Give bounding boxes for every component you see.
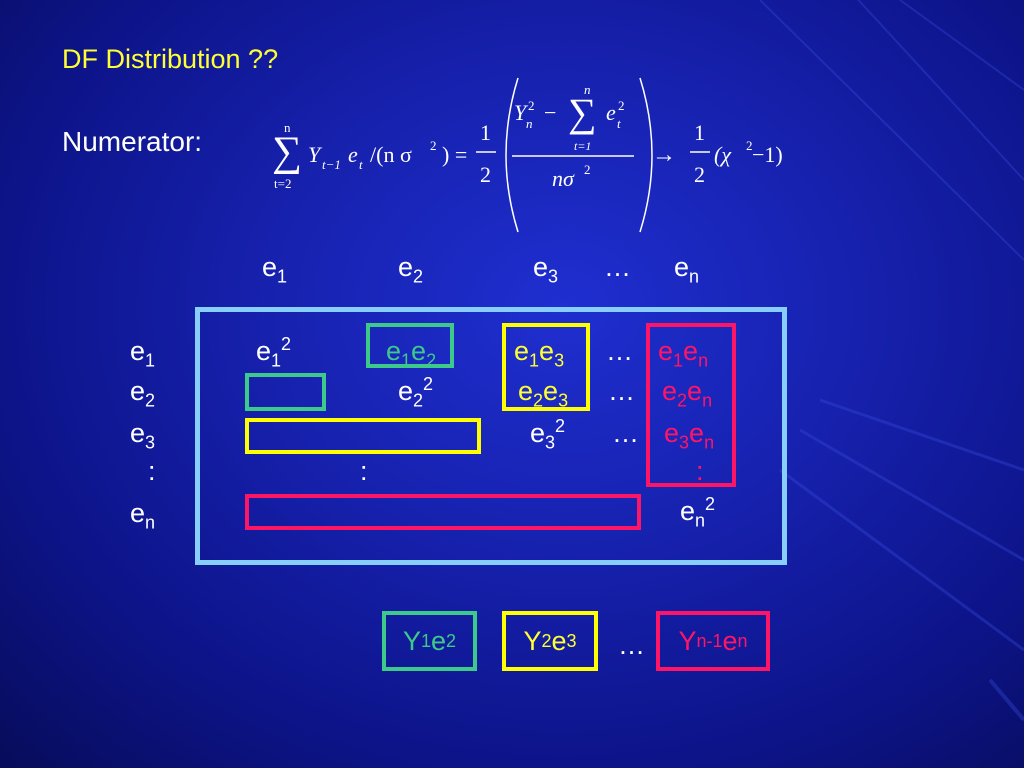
sum1-Y-sub: t−1 — [322, 157, 341, 172]
half-denominator: 2 — [480, 162, 491, 187]
sum1-Y: Y — [308, 142, 323, 167]
cell-e2e3: e2e3 — [518, 376, 569, 411]
frac-denominator: nσ — [552, 166, 575, 191]
cell-row1-dots: … — [606, 336, 633, 366]
sum2-upper: n — [584, 82, 591, 97]
result-sup: 2 — [746, 138, 753, 153]
arrow: → — [652, 142, 676, 168]
result-half-num: 1 — [694, 120, 705, 145]
box-rown-lower — [245, 494, 641, 530]
matrix-frame — [195, 307, 787, 565]
col-header-e1: e1 — [262, 252, 288, 287]
col-header-e3: e3 — [533, 252, 559, 287]
cell-e2en: e2en — [662, 376, 713, 411]
frac-Y: Y — [514, 100, 529, 125]
cell-e1e3: e1e3 — [514, 336, 565, 371]
row-label-e3: e3 — [130, 418, 156, 453]
divide-end: ) = — [442, 142, 467, 167]
row-label-colon: : — [148, 456, 156, 486]
box-column-en — [646, 323, 736, 487]
cell-row2-dots: … — [608, 376, 635, 406]
sum1-sigma: ∑ — [272, 129, 302, 175]
frac-e: e — [606, 100, 616, 125]
col-header-e2: e2 — [398, 252, 424, 287]
cell-e1e2: e1e2 — [386, 336, 437, 371]
cell-colon-middle: : — [360, 456, 368, 486]
result-half-den: 2 — [694, 162, 705, 187]
col-header-en: en — [674, 252, 700, 287]
sum1-e-sub: t — [359, 157, 363, 172]
cell-e2-squared: e22 — [398, 374, 434, 411]
cell-e3en: e3en — [664, 418, 715, 453]
row-label-e1: e1 — [130, 336, 156, 371]
slide-title: DF Distribution ?? — [62, 44, 279, 74]
frac-Y-sup: 2 — [528, 98, 535, 113]
cell-colon-right: : — [696, 456, 704, 486]
frac-Y-sub: n — [526, 116, 533, 131]
row-label-en: en — [130, 498, 156, 533]
numerator-formula: n ∑ t=2 Y t−1 e t /(n σ 2 ) = 1 2 Y n 2 … — [272, 77, 783, 233]
result-body: (χ — [714, 142, 732, 167]
sum1-e: e — [348, 142, 358, 167]
product-dots: … — [618, 630, 645, 660]
sum1-upper: n — [284, 120, 291, 135]
frac-e-sub: t — [617, 116, 621, 131]
divide-sup: 2 — [430, 138, 437, 153]
row-label-e2: e2 — [130, 376, 156, 411]
box-e1e2 — [366, 323, 454, 368]
sum2-lower: t=1 — [574, 139, 591, 153]
result-end: −1) — [752, 142, 783, 167]
box-row2-lower — [245, 373, 326, 411]
half-numerator: 1 — [480, 120, 491, 145]
box-row3-lower — [245, 418, 481, 454]
numerator-label: Numerator: — [62, 126, 203, 157]
cell-en-squared: en2 — [680, 494, 716, 531]
frac-minus: − — [544, 100, 556, 125]
box-e1e3-e2e3 — [502, 323, 590, 411]
frac-den-sup: 2 — [584, 162, 591, 177]
col-header-dots: … — [604, 252, 631, 282]
divide-text: /(n σ — [370, 142, 412, 167]
cell-e3-squared: e32 — [530, 416, 566, 453]
cell-e1en: e1en — [658, 336, 709, 371]
frac-e-sup: 2 — [618, 98, 625, 113]
sum2-sigma: ∑ — [568, 90, 597, 135]
sum1-lower: t=2 — [274, 176, 291, 191]
cell-row3-dots: … — [612, 418, 639, 448]
cell-e1-squared: e12 — [256, 334, 292, 371]
